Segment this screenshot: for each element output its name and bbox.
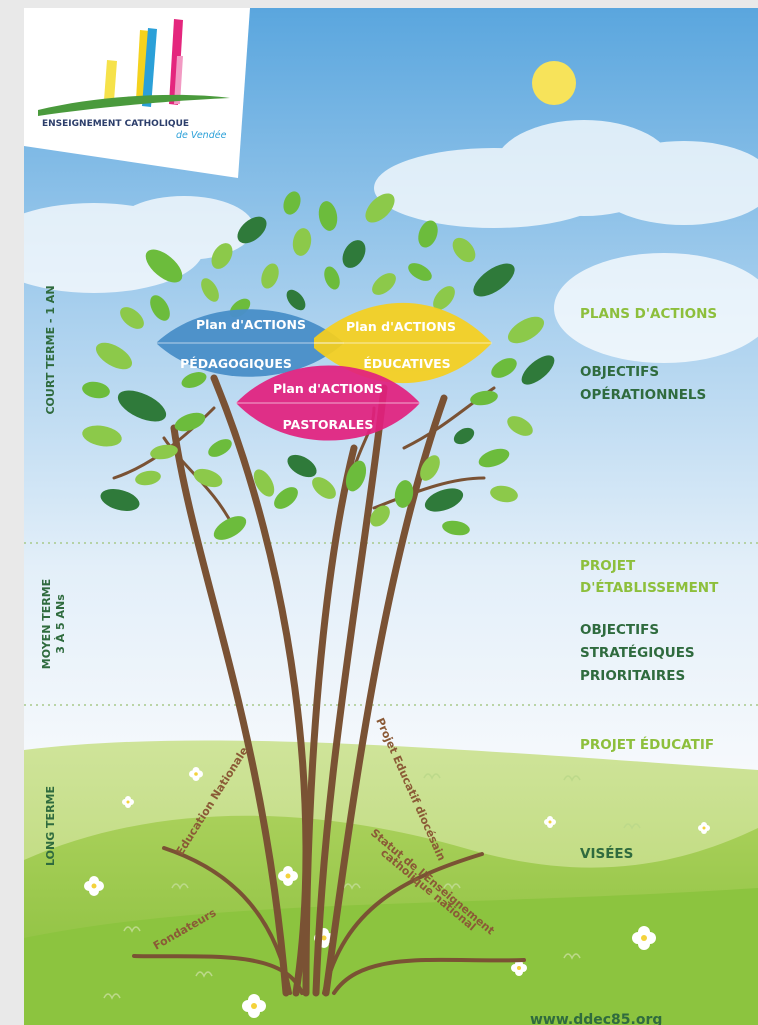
timeframe-labels: COURT TERME - 1 AN MOYEN TERME 3 À 5 ANs… bbox=[40, 285, 67, 866]
label-plans-actions: PLANS D'ACTIONS bbox=[580, 306, 717, 322]
timeframe-medium-line1: MOYEN TERME bbox=[40, 579, 53, 669]
label-objectifs-strat-2: STRATÉGIQUES bbox=[580, 644, 695, 661]
leaf-pink-line1: Plan d'ACTIONS bbox=[273, 381, 383, 396]
leaf-yellow-line1: Plan d'ACTIONS bbox=[346, 319, 456, 334]
website-link[interactable]: www.ddec85.org bbox=[530, 1012, 662, 1025]
label-projet-etab-1: PROJET bbox=[580, 558, 636, 574]
label-objectifs-strat-1: OBJECTIFS bbox=[580, 622, 659, 638]
timeframe-short: COURT TERME - 1 AN bbox=[44, 285, 57, 414]
label-objectifs-strat-3: PRIORITAIRES bbox=[580, 668, 685, 684]
logo-line1: ENSEIGNEMENT CATHOLIQUE bbox=[42, 119, 189, 129]
label-objectifs-op-1: OBJECTIFS bbox=[580, 364, 659, 380]
right-labels: PLANS D'ACTIONS OBJECTIFS OPÉRATIONNELS … bbox=[580, 306, 719, 862]
leaf-labels: Plan d'ACTIONS PÉDAGOGIQUES Plan d'ACTIO… bbox=[180, 317, 456, 432]
tree-leaves bbox=[82, 191, 555, 540]
timeframe-long: LONG TERME bbox=[44, 786, 57, 866]
action-leaves bbox=[156, 302, 492, 441]
sun-icon bbox=[532, 61, 576, 105]
grass-tufts bbox=[103, 773, 641, 1000]
leaf-yellow-line2: ÉDUCATIVES bbox=[363, 356, 450, 371]
leaf-pink-line2: PASTORALES bbox=[283, 417, 374, 432]
foreground-hill bbox=[24, 888, 758, 1025]
logo-line2: de Vendée bbox=[176, 130, 227, 141]
tree-roots bbox=[132, 846, 526, 995]
leaf-blue-line2: PÉDAGOGIQUES bbox=[180, 356, 292, 371]
poster: ENSEIGNEMENT CATHOLIQUE de Vendée bbox=[24, 8, 758, 1025]
label-projet-etab-2: D'ÉTABLISSEMENT bbox=[580, 579, 719, 596]
logo-card: ENSEIGNEMENT CATHOLIQUE de Vendée bbox=[24, 8, 250, 178]
poster-illustration: ENSEIGNEMENT CATHOLIQUE de Vendée bbox=[24, 8, 758, 1025]
label-projet-educatif: PROJET ÉDUCATIF bbox=[580, 736, 714, 753]
leaf-blue-line1: Plan d'ACTIONS bbox=[196, 317, 306, 332]
label-visees: VISÉES bbox=[580, 845, 633, 862]
label-objectifs-op-2: OPÉRATIONNELS bbox=[580, 386, 706, 403]
timeframe-medium-line2: 3 À 5 ANs bbox=[54, 594, 67, 654]
